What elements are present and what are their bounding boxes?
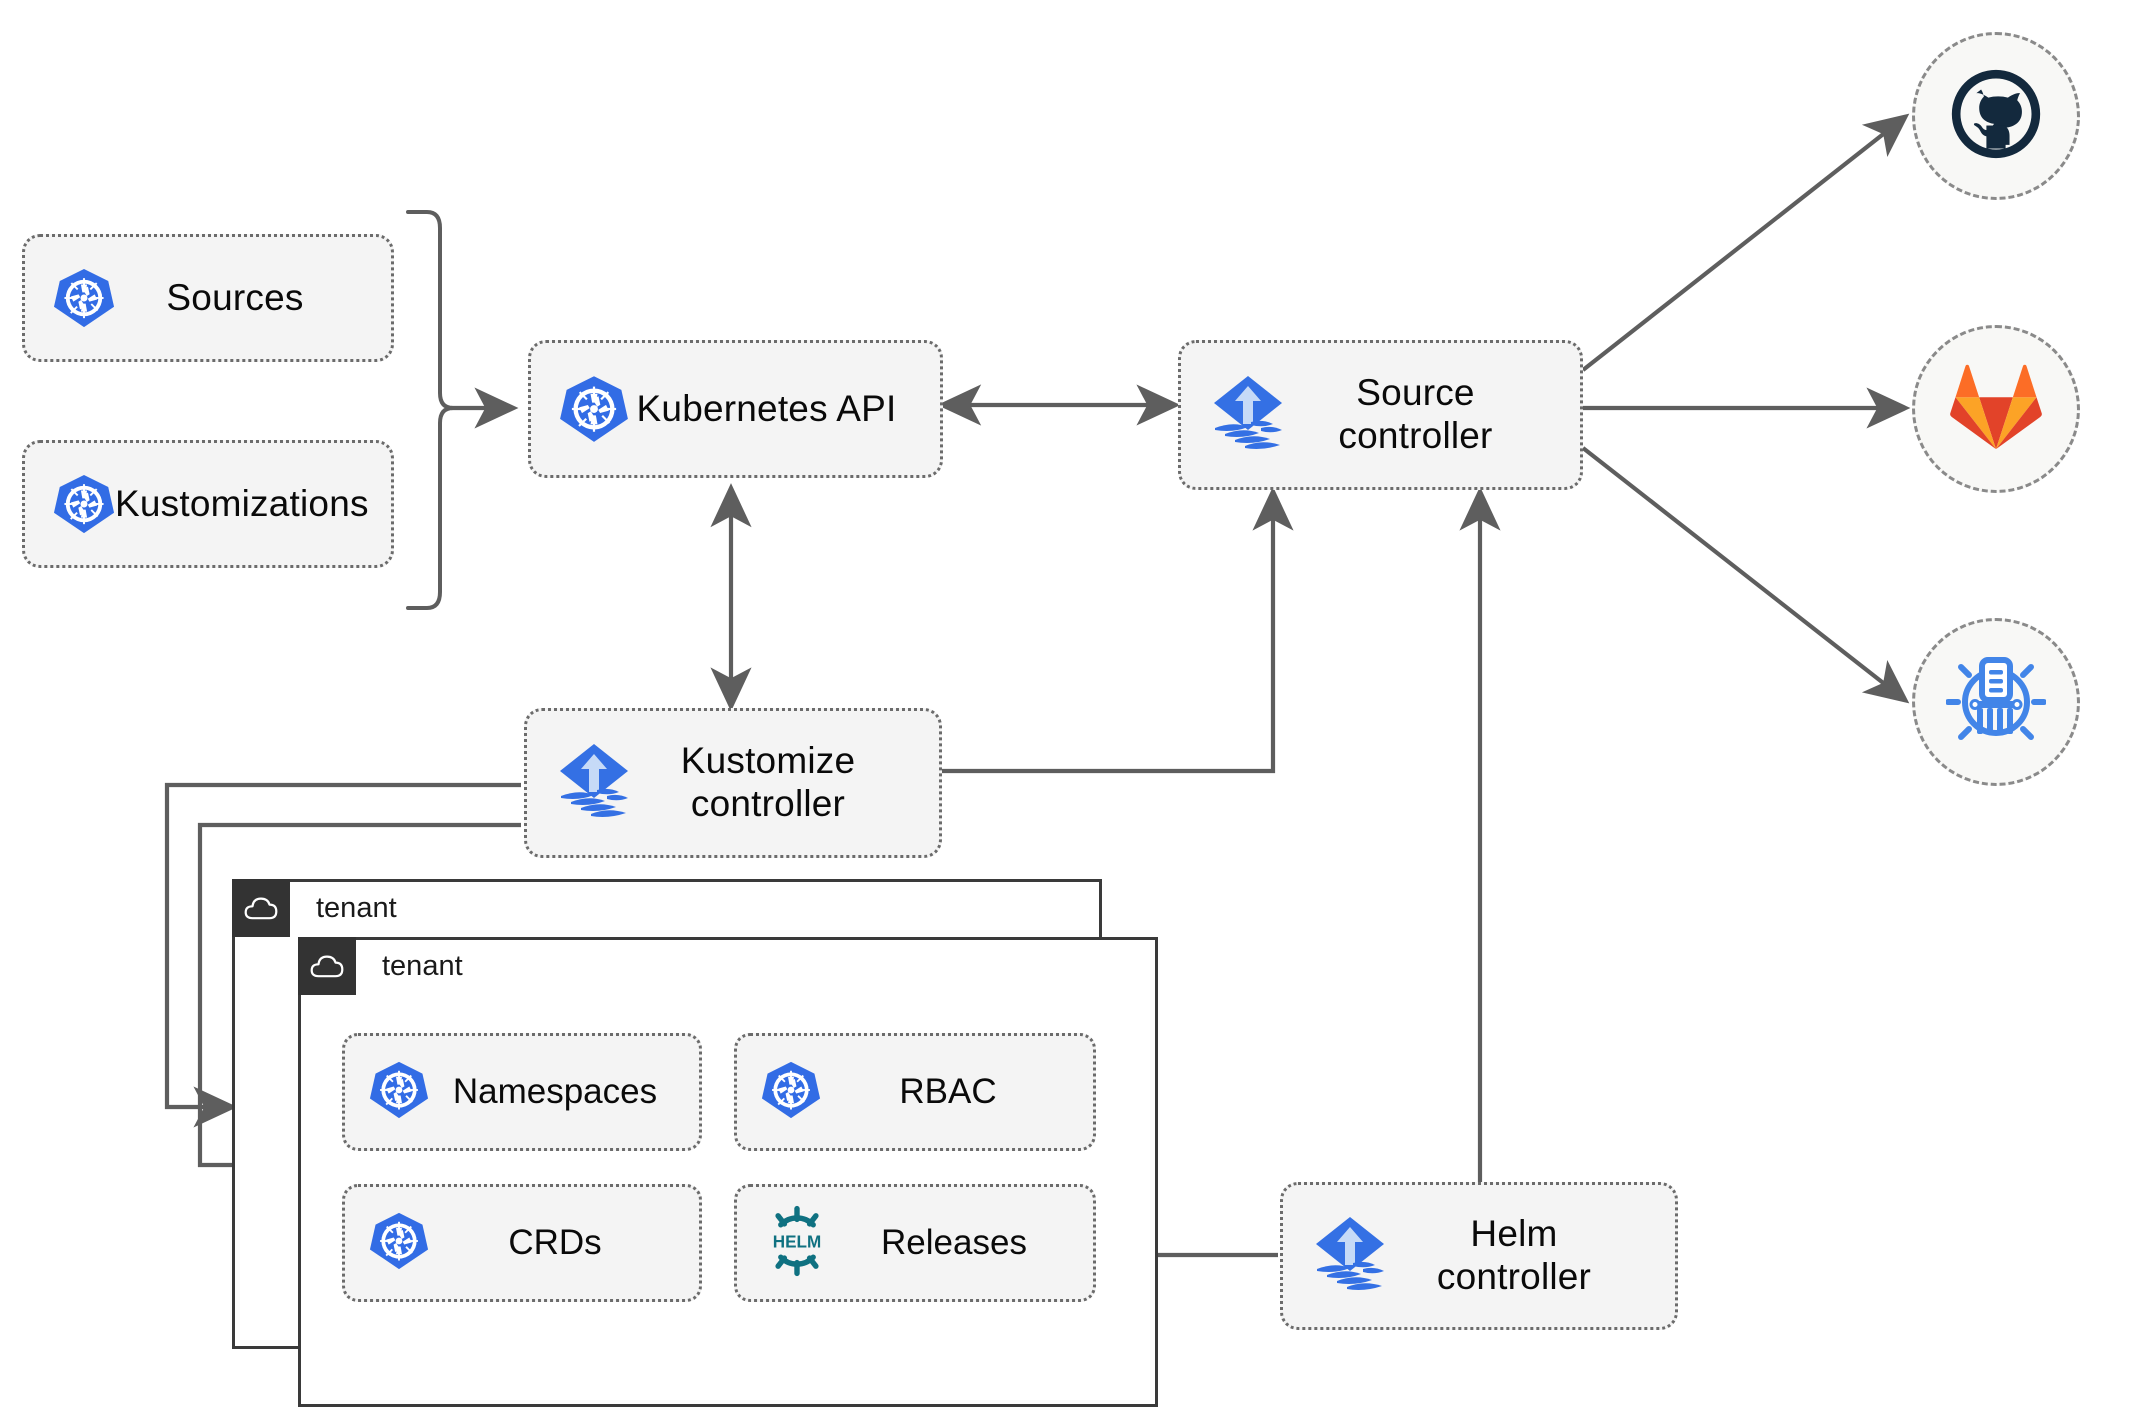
node-releases[interactable]: HELM Releases bbox=[734, 1184, 1096, 1302]
node-helm-controller[interactable]: Helm controller bbox=[1280, 1182, 1678, 1330]
node-kustomizations[interactable]: Kustomizations bbox=[22, 440, 394, 568]
tenant-outer-header: tenant bbox=[232, 879, 397, 937]
tenant-inner[interactable]: tenant bbox=[298, 937, 1158, 1407]
flux-icon bbox=[1311, 1213, 1389, 1299]
github-icon bbox=[1948, 66, 2044, 167]
node-kubernetes-api[interactable]: Kubernetes API bbox=[528, 340, 943, 478]
helm-icon: HELM bbox=[761, 1205, 833, 1282]
node-label: Kubernetes API bbox=[636, 387, 897, 429]
harbor-icon bbox=[1945, 650, 2047, 755]
endpoint-gitlab[interactable] bbox=[1912, 325, 2080, 493]
kubernetes-icon bbox=[53, 267, 115, 329]
node-rbac[interactable]: RBAC bbox=[734, 1033, 1096, 1151]
node-namespaces[interactable]: Namespaces bbox=[342, 1033, 702, 1151]
node-label: Namespaces bbox=[452, 1072, 658, 1111]
endpoint-harbor[interactable] bbox=[1912, 618, 2080, 786]
flux-icon bbox=[555, 740, 633, 826]
kubernetes-icon bbox=[559, 374, 629, 444]
node-source-controller[interactable]: Source controller bbox=[1178, 340, 1583, 490]
node-sources[interactable]: Sources bbox=[22, 234, 394, 362]
node-label: CRDs bbox=[508, 1223, 602, 1262]
tenant-inner-label: tenant bbox=[382, 949, 463, 982]
kubernetes-icon bbox=[761, 1060, 821, 1125]
svg-text:HELM: HELM bbox=[773, 1232, 821, 1251]
node-label: Helm controller bbox=[1436, 1213, 1592, 1297]
node-label: Sources bbox=[166, 276, 304, 318]
tenant-outer-label: tenant bbox=[316, 891, 397, 924]
node-label: Source controller bbox=[1338, 372, 1493, 456]
kubernetes-icon bbox=[369, 1060, 429, 1125]
kubernetes-icon bbox=[369, 1211, 429, 1276]
cloud-icon bbox=[232, 879, 290, 937]
endpoint-github[interactable] bbox=[1912, 32, 2080, 200]
node-label: Kustomize controller bbox=[680, 740, 856, 824]
node-label: Kustomizations bbox=[115, 482, 369, 524]
node-label: Releases bbox=[881, 1223, 1027, 1262]
node-label: RBAC bbox=[899, 1072, 997, 1111]
cloud-icon bbox=[298, 937, 356, 995]
tenant-inner-header: tenant bbox=[298, 937, 463, 995]
node-kustomize-controller[interactable]: Kustomize controller bbox=[524, 708, 942, 858]
gitlab-icon bbox=[1950, 363, 2042, 456]
kubernetes-icon bbox=[53, 473, 115, 535]
node-crds[interactable]: CRDs bbox=[342, 1184, 702, 1302]
flux-icon bbox=[1209, 372, 1287, 458]
